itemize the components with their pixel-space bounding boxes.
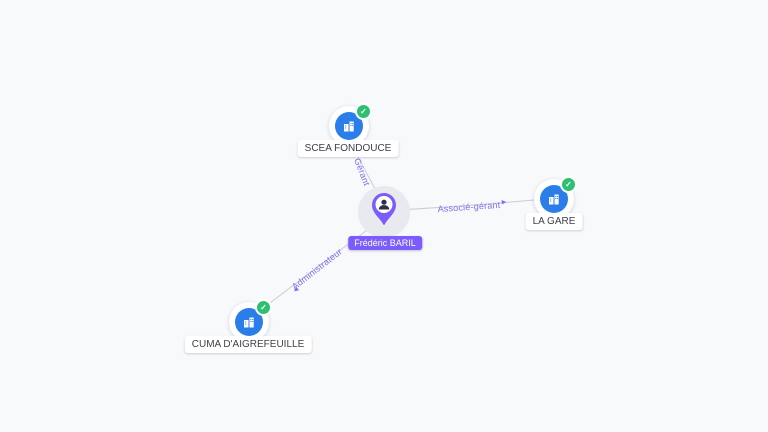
edge-arrow-icon: ▸ [501,196,507,207]
check-badge-icon: ✓ [560,176,577,193]
building-icon [549,194,559,205]
company-label-scea-fondouce[interactable]: SCEA FONDOUCE [297,140,399,157]
person-label-frederic-baril[interactable]: Frédéric BARIL [348,236,422,250]
check-badge-icon: ✓ [355,103,372,120]
person-node-frederic-baril[interactable] [358,186,410,238]
company-label-cuma-aigrefeuille[interactable]: CUMA D'AIGREFEUILLE [184,336,312,353]
company-node-la-gare[interactable]: ✓ [534,176,577,219]
edge-la-gare [397,199,535,211]
company-node-scea-fondouce[interactable]: ✓ [329,103,372,146]
check-badge-icon: ✓ [255,299,272,316]
building-icon [244,317,254,328]
company-label-la-gare[interactable]: LA GARE [525,213,583,230]
building-icon [344,121,354,132]
person-pin-icon [372,193,396,225]
company-node-cuma-aigrefeuille[interactable]: ✓ [229,299,272,342]
